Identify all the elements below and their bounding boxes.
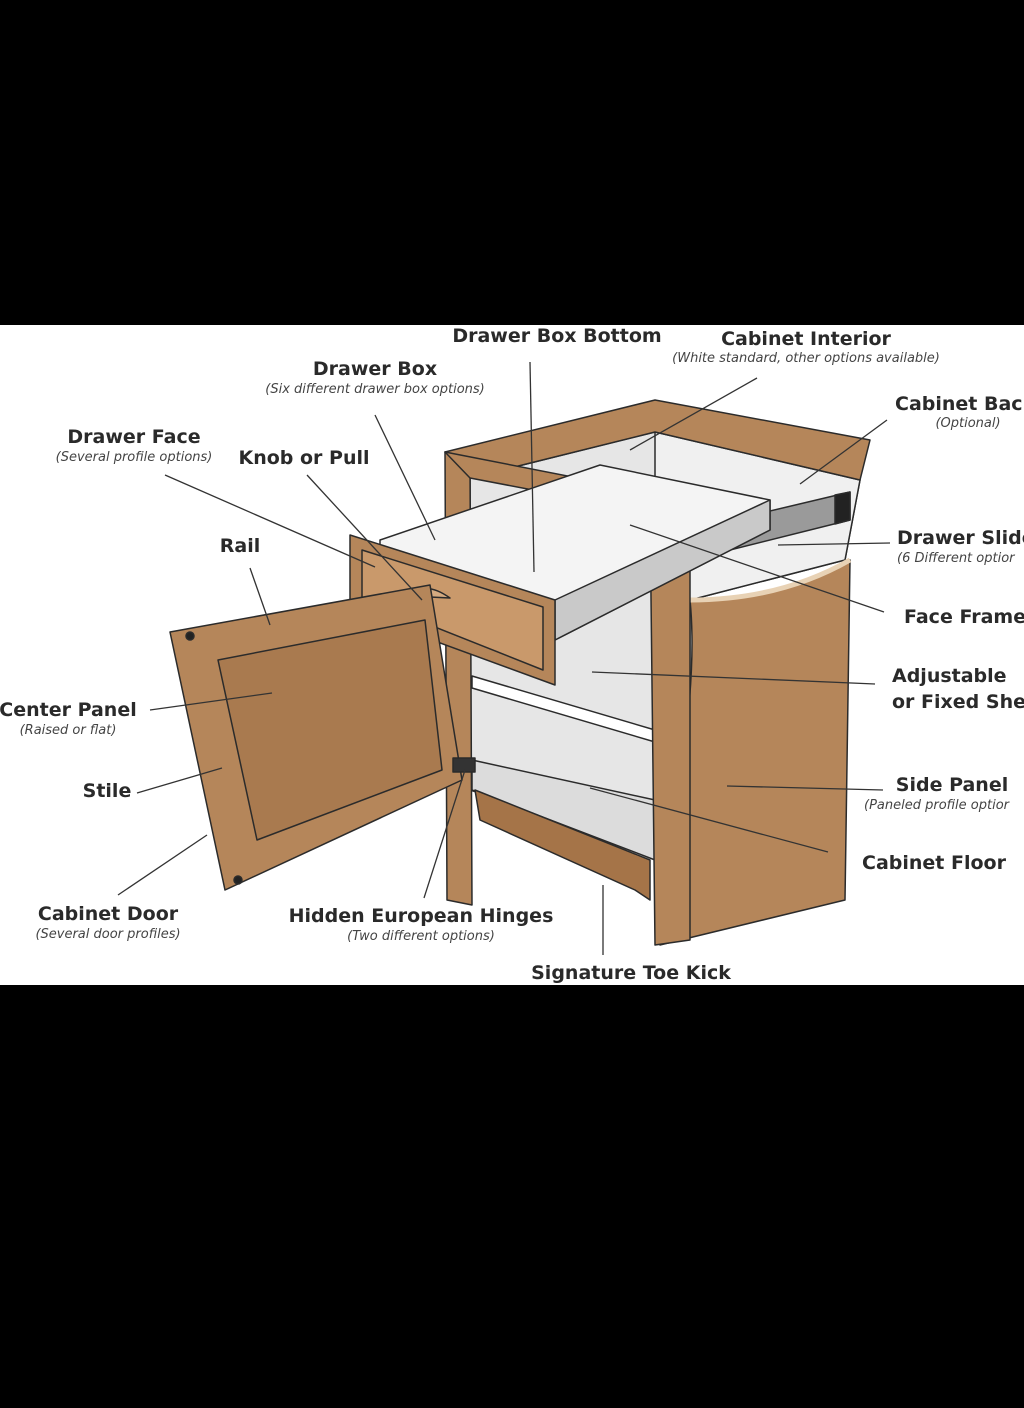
hinge (452, 757, 476, 773)
label-cabinet-back: Cabinet Bac (895, 393, 1023, 415)
door-center-panel (217, 619, 443, 841)
label-side-panel: Side Panel (895, 774, 1009, 796)
label-drawer-face: Drawer Face (67, 426, 201, 448)
note-center-panel: (Raised or flat) (19, 723, 117, 738)
label-drawer-box: Drawer Box (312, 358, 438, 380)
label-shelf: Adjustable (892, 665, 1007, 687)
cabinet-illustration (117, 361, 891, 955)
label-cabinet-interior: Cabinet Interior (721, 328, 891, 350)
label-shelf-line2: or Fixed Shel (892, 691, 1024, 713)
label-face-frame: Face Frame (904, 606, 1024, 628)
label-knob-or-pull: Knob or Pull (238, 447, 370, 469)
note-drawer-box: (Six different drawer box options) (265, 382, 485, 397)
label-stile: Stile (82, 780, 132, 802)
label-cabinet-floor: Cabinet Floor (862, 852, 1006, 874)
label-rail: Rail (219, 535, 261, 557)
leader-lines (117, 361, 891, 955)
label-drawer-slide: Drawer Slide (897, 527, 1024, 549)
toe-kick (474, 789, 651, 901)
note-cabinet-door: (Several door profiles) (35, 927, 181, 942)
note-cabinet-interior: (White standard, other options available… (672, 351, 940, 366)
note-drawer-face: (Several profile options) (55, 450, 213, 465)
label-cabinet-door: Cabinet Door (37, 903, 179, 925)
diagram-panel: Drawer Box Bottom Cabinet Interior (Whit… (0, 325, 1024, 985)
note-drawer-slide: (6 Different optior (897, 551, 1015, 566)
label-center-panel: Center Panel (0, 699, 137, 721)
label-hinges: Hidden European Hinges (288, 905, 554, 927)
note-cabinet-back: (Optional) (935, 416, 1001, 431)
note-side-panel: (Paneled profile optior (864, 798, 1010, 813)
label-drawer-box-bottom: Drawer Box Bottom (452, 325, 662, 347)
label-toe-kick: Signature Toe Kick (531, 962, 731, 984)
note-hinges: (Two different options) (347, 929, 495, 944)
